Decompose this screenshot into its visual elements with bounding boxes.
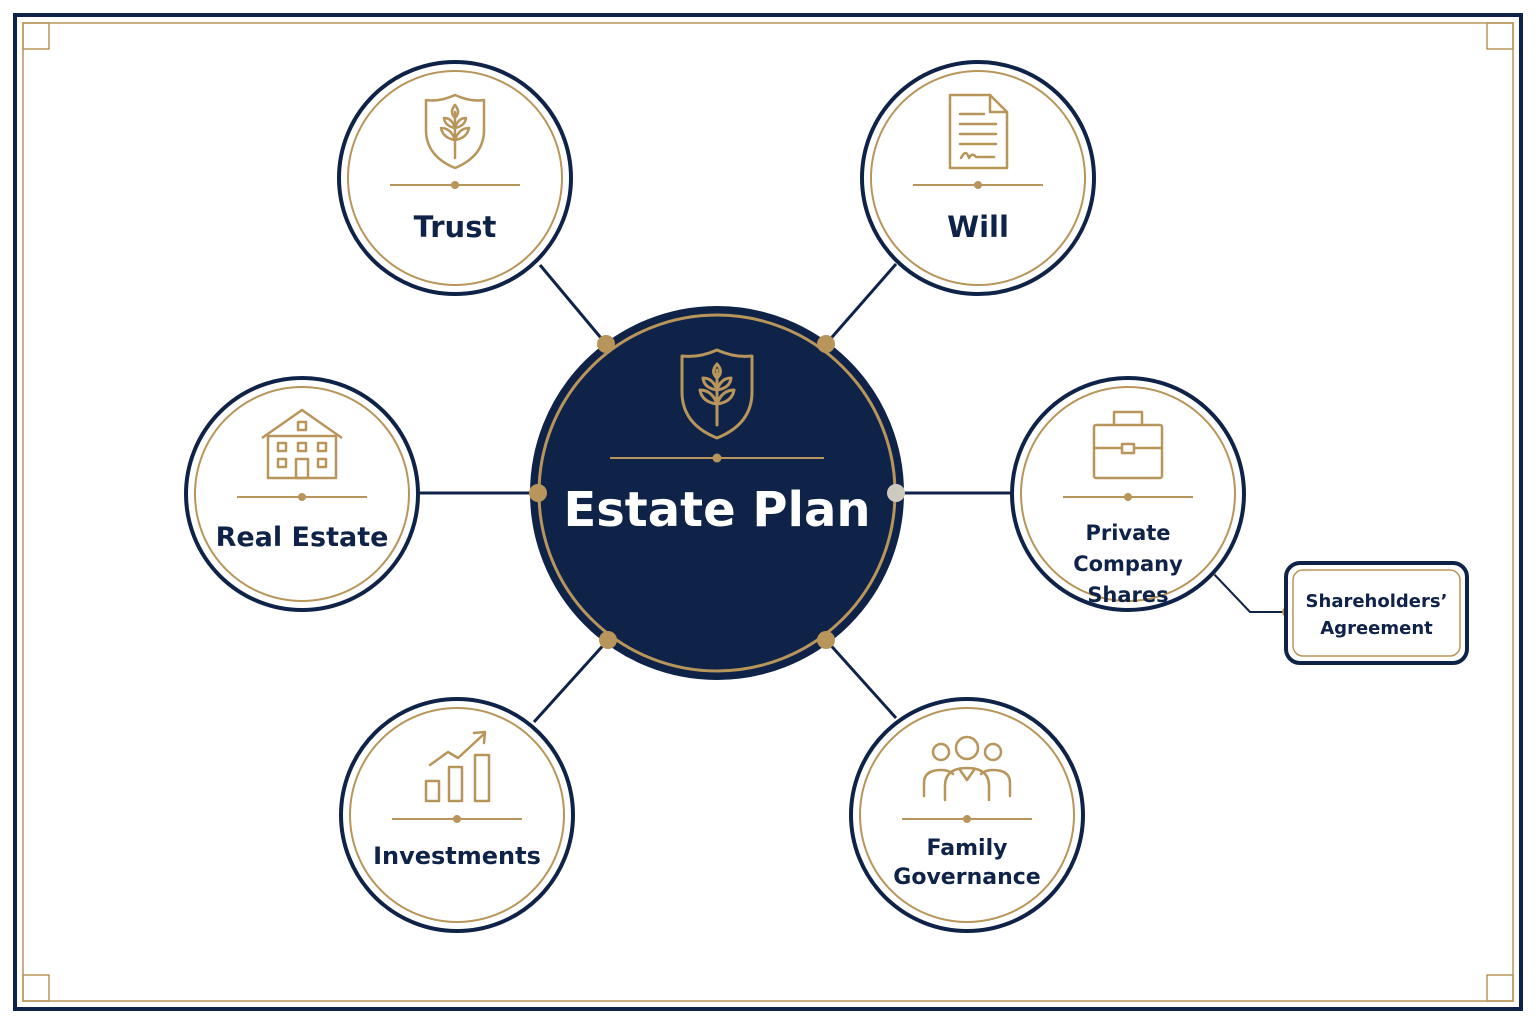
node-label-private-company-shares: Private Company Shares: [1073, 521, 1183, 607]
signed-document-icon: [948, 93, 1009, 170]
connector-shareholders-agreement: [1211, 571, 1287, 613]
briefcase-icon: [1092, 410, 1164, 480]
node-label-trust: Trust: [413, 210, 497, 244]
family-group-icon: [922, 735, 1012, 802]
node-will: [860, 60, 1096, 296]
node-family-governance: [849, 697, 1085, 933]
sub-node-box: [1284, 561, 1469, 665]
node-investments: [339, 697, 575, 933]
connector-investments: [532, 638, 610, 724]
shield-tree-icon: [680, 348, 754, 440]
node-label-family-governance: Family Governance: [893, 836, 1041, 890]
node-private-company-shares: [1010, 376, 1246, 612]
center-node: [530, 306, 904, 680]
node-label-investments: Investments: [373, 842, 541, 870]
node-label-real-estate: Real Estate: [215, 522, 389, 553]
connector-family-governance: [824, 638, 898, 720]
shield-tree-icon: [424, 93, 486, 170]
connectors: [418, 263, 1287, 724]
sub-node-label-shareholders-agreement: Shareholders’ Agreement: [1305, 591, 1448, 639]
node-label-will: Will: [947, 210, 1009, 244]
node-real-estate: [184, 376, 420, 612]
growth-bar-chart-icon: [424, 730, 491, 803]
connector-will: [824, 263, 898, 345]
connector-trust: [538, 264, 608, 345]
node-trust: [337, 60, 573, 296]
decorative-frame: [13, 13, 1523, 1011]
house-icon: [261, 408, 343, 480]
center-title: Estate Plan: [563, 482, 871, 538]
